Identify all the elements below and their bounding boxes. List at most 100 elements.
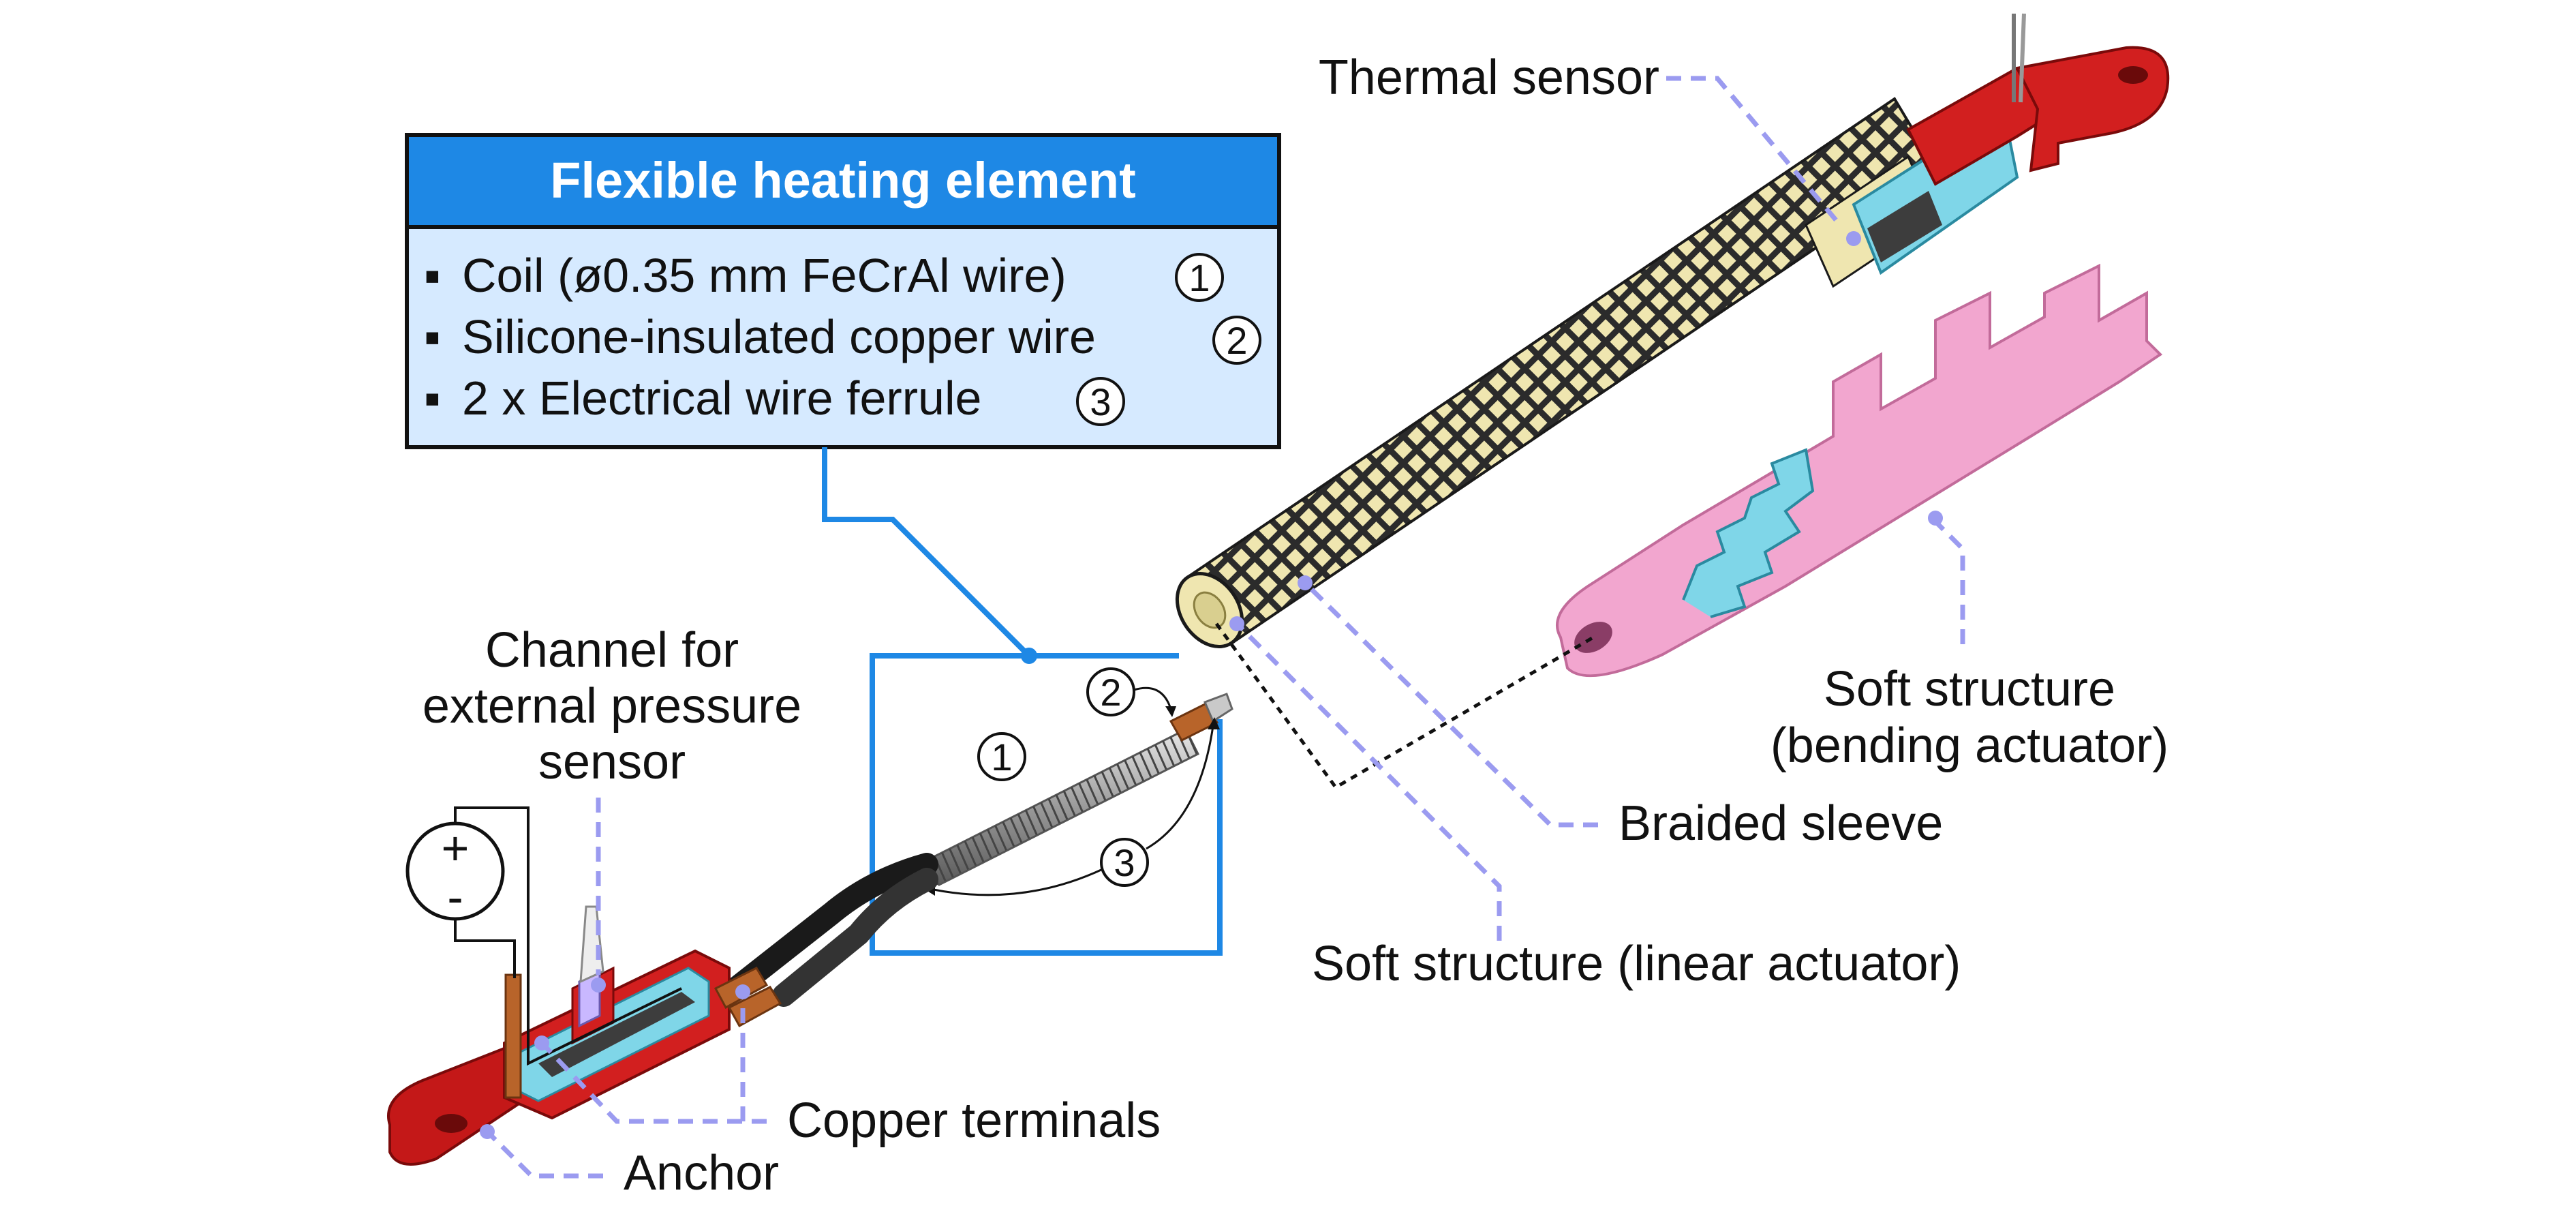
sleeve-bore bbox=[1193, 591, 1227, 629]
coil-turn bbox=[971, 836, 985, 862]
arrowhead-icon bbox=[1208, 717, 1220, 729]
coil-turn bbox=[979, 832, 992, 859]
callout-item-number: 1 bbox=[1189, 256, 1210, 299]
plus-sign: + bbox=[442, 821, 470, 875]
number-circle-icon bbox=[977, 732, 1026, 781]
heating-element-callout: Flexible heating element ▪ Coil (ø0.35 m… bbox=[405, 133, 1281, 449]
label-channel-line2: external pressure bbox=[423, 679, 801, 733]
callout-item-2: ▪ Silicone-insulated copper wire 2 bbox=[424, 310, 1261, 365]
leader-dot bbox=[1846, 231, 1861, 246]
coil-turn bbox=[1078, 783, 1091, 808]
fecral-coil bbox=[925, 693, 1233, 887]
coil-turn bbox=[1040, 802, 1054, 828]
coil-turn bbox=[1017, 813, 1030, 839]
arrowhead-icon bbox=[1165, 706, 1176, 717]
number-circle-icon bbox=[1175, 253, 1224, 302]
callout-item-1: ▪ Coil (ø0.35 mm FeCrAl wire) 1 bbox=[424, 249, 1224, 302]
number-circle-icon bbox=[1100, 838, 1149, 887]
arrow-2 bbox=[1133, 686, 1172, 710]
coil-turn bbox=[1154, 744, 1167, 770]
sensor-lead bbox=[2019, 13, 2026, 103]
bullet-icon: ▪ bbox=[424, 372, 441, 425]
callout-item-3: ▪ 2 x Electrical wire ferrule 3 bbox=[424, 372, 1125, 426]
coil-inset: 2 1 3 bbox=[870, 653, 1233, 956]
leader-dot bbox=[735, 984, 750, 999]
label-soft-bending-line2: (bending actuator) bbox=[1770, 719, 2168, 773]
coil-turn bbox=[1146, 748, 1160, 774]
coil-turn bbox=[1009, 817, 1023, 843]
leader-anchor bbox=[489, 1133, 603, 1179]
coil-turn bbox=[1139, 752, 1152, 778]
label-channel-line1: Channel for bbox=[485, 623, 739, 678]
bending-actuator-port bbox=[1574, 622, 1612, 653]
silicone-wires bbox=[724, 853, 938, 1007]
anchor-base bbox=[387, 1041, 519, 1166]
coil-turn bbox=[1086, 778, 1099, 805]
arrow-3b bbox=[933, 868, 1103, 896]
coil-turn bbox=[1169, 736, 1183, 762]
coil-turn bbox=[1101, 771, 1114, 797]
callout-title: Flexible heating element bbox=[550, 152, 1135, 209]
leader-dot bbox=[1298, 575, 1313, 590]
number-circle-icon bbox=[1212, 316, 1261, 365]
callout-item-text: 2 x Electrical wire ferrule bbox=[462, 372, 981, 425]
bending-actuator bbox=[1556, 263, 2163, 678]
coil-turn bbox=[1070, 787, 1084, 813]
label-anchor: Anchor bbox=[624, 1146, 779, 1200]
label-copper-terminals: Copper terminals bbox=[787, 1093, 1161, 1148]
power-source: + - bbox=[405, 806, 682, 1066]
coil-turn bbox=[1047, 798, 1061, 824]
number-circle-icon bbox=[1076, 377, 1125, 426]
arrow-3a bbox=[1146, 725, 1214, 850]
thermal-sensor-body bbox=[1867, 191, 1942, 262]
wire-end bbox=[1203, 693, 1233, 723]
copper-terminal-rod bbox=[504, 973, 522, 1099]
coil-turn bbox=[940, 852, 954, 878]
leader-dot bbox=[534, 1035, 549, 1050]
bending-actuator-chamber bbox=[1682, 448, 1815, 618]
inset-number-3-label: 3 bbox=[1114, 841, 1135, 884]
coil-turn bbox=[1162, 740, 1175, 766]
callout-item-text: Silicone-insulated copper wire bbox=[462, 310, 1096, 363]
inset-number-2-label: 2 bbox=[1100, 671, 1121, 714]
callout-item-number: 2 bbox=[1226, 319, 1247, 362]
leader-thermal-sensor bbox=[1666, 76, 1842, 227]
label-braided-sleeve: Braided sleeve bbox=[1619, 796, 1943, 851]
label-channel-line3: sensor bbox=[538, 735, 686, 789]
label-thermal-sensor: Thermal sensor bbox=[1319, 50, 1659, 105]
leader-braided-sleeve bbox=[1306, 584, 1598, 828]
callout-item-text: Coil (ø0.35 mm FeCrAl wire) bbox=[462, 249, 1067, 302]
leader-dot bbox=[480, 1124, 495, 1139]
right-anchor-tab bbox=[2015, 46, 2170, 172]
right-anchor-hole bbox=[2118, 66, 2148, 84]
leader-dot bbox=[1229, 616, 1244, 631]
power-wire-negative bbox=[454, 919, 516, 978]
minus-sign: - bbox=[447, 871, 463, 924]
coil-turn bbox=[1124, 759, 1137, 785]
coil-turn bbox=[956, 844, 970, 871]
insertion-guide bbox=[1214, 622, 1595, 790]
braided-sleeve-assembly bbox=[1175, 13, 2170, 649]
coil-turn bbox=[949, 848, 962, 874]
power-wire-positive bbox=[454, 806, 682, 1066]
coil-turn bbox=[1116, 763, 1129, 789]
leader-soft-linear bbox=[1238, 625, 1502, 941]
coil-turn bbox=[1002, 821, 1015, 847]
copper-ferrule bbox=[1169, 702, 1219, 742]
coil-turn bbox=[1108, 767, 1122, 793]
leader-dot bbox=[591, 978, 606, 993]
callout-connector bbox=[822, 447, 1031, 658]
inset-number-1-label: 1 bbox=[991, 736, 1012, 778]
coil-turn bbox=[1024, 809, 1038, 836]
label-soft-linear: Soft structure (linear actuator) bbox=[1312, 937, 1961, 991]
coil-turn bbox=[1131, 755, 1145, 782]
label-soft-bending-line1: Soft structure bbox=[1824, 662, 2115, 716]
leader-copper-terminals-a bbox=[543, 1044, 767, 1124]
callout-item-number: 3 bbox=[1090, 380, 1111, 423]
inset-frame bbox=[870, 653, 1223, 956]
coil-turn bbox=[1093, 775, 1107, 801]
coil-turn bbox=[964, 841, 977, 866]
coil-turn bbox=[994, 825, 1007, 851]
callout-header bbox=[405, 133, 1281, 229]
